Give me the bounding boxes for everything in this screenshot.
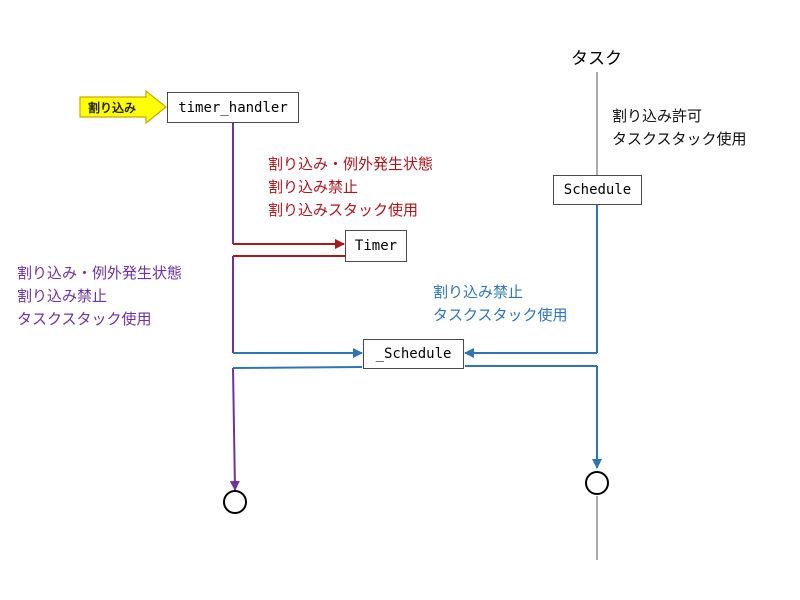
schedule-state-line-2: タスクスタック使用 [433, 306, 568, 324]
task-title: タスク [571, 49, 622, 69]
schedule-box: Schedule [553, 175, 642, 205]
return-down-arrow [229, 367, 240, 491]
schedule-state-line-1: 割り込み禁止 [433, 283, 524, 301]
handler-state-line-1: 割り込み・例外発生状態 [268, 155, 434, 173]
left-state-line-2: 割り込み禁止 [17, 287, 108, 305]
interrupt-badge-label: 割り込み [88, 101, 137, 115]
underscore-schedule-box: _Schedule [363, 339, 464, 369]
handler-end-circle [223, 490, 247, 514]
interrupt-badge-arrow [79, 89, 167, 125]
task-state-line-1: 割り込み許可 [612, 107, 703, 125]
timer-handler-box: timer_handler [167, 92, 299, 123]
task-state-note: 割り込み許可 タスクスタック使用 [612, 105, 747, 151]
left-state-line-3: タスクスタック使用 [17, 310, 152, 328]
handler-state-line-2: 割り込み禁止 [268, 178, 359, 196]
handler-state-note: 割り込み・例外発生状態 割り込み禁止 割り込みスタック使用 [268, 153, 433, 222]
handler-state-line-3: 割り込みスタック使用 [268, 201, 419, 219]
schedule-return-left-line [232, 366, 363, 369]
schedule-state-note: 割り込み禁止 タスクスタック使用 [433, 281, 568, 327]
left-state-line-1: 割り込み・例外発生状態 [17, 264, 183, 282]
task-state-line-2: タスクスタック使用 [612, 130, 747, 148]
timer-box: Timer [345, 230, 407, 262]
left-state-note: 割り込み・例外発生状態 割り込み禁止 タスクスタック使用 [17, 262, 182, 331]
task-end-circle [585, 471, 609, 495]
